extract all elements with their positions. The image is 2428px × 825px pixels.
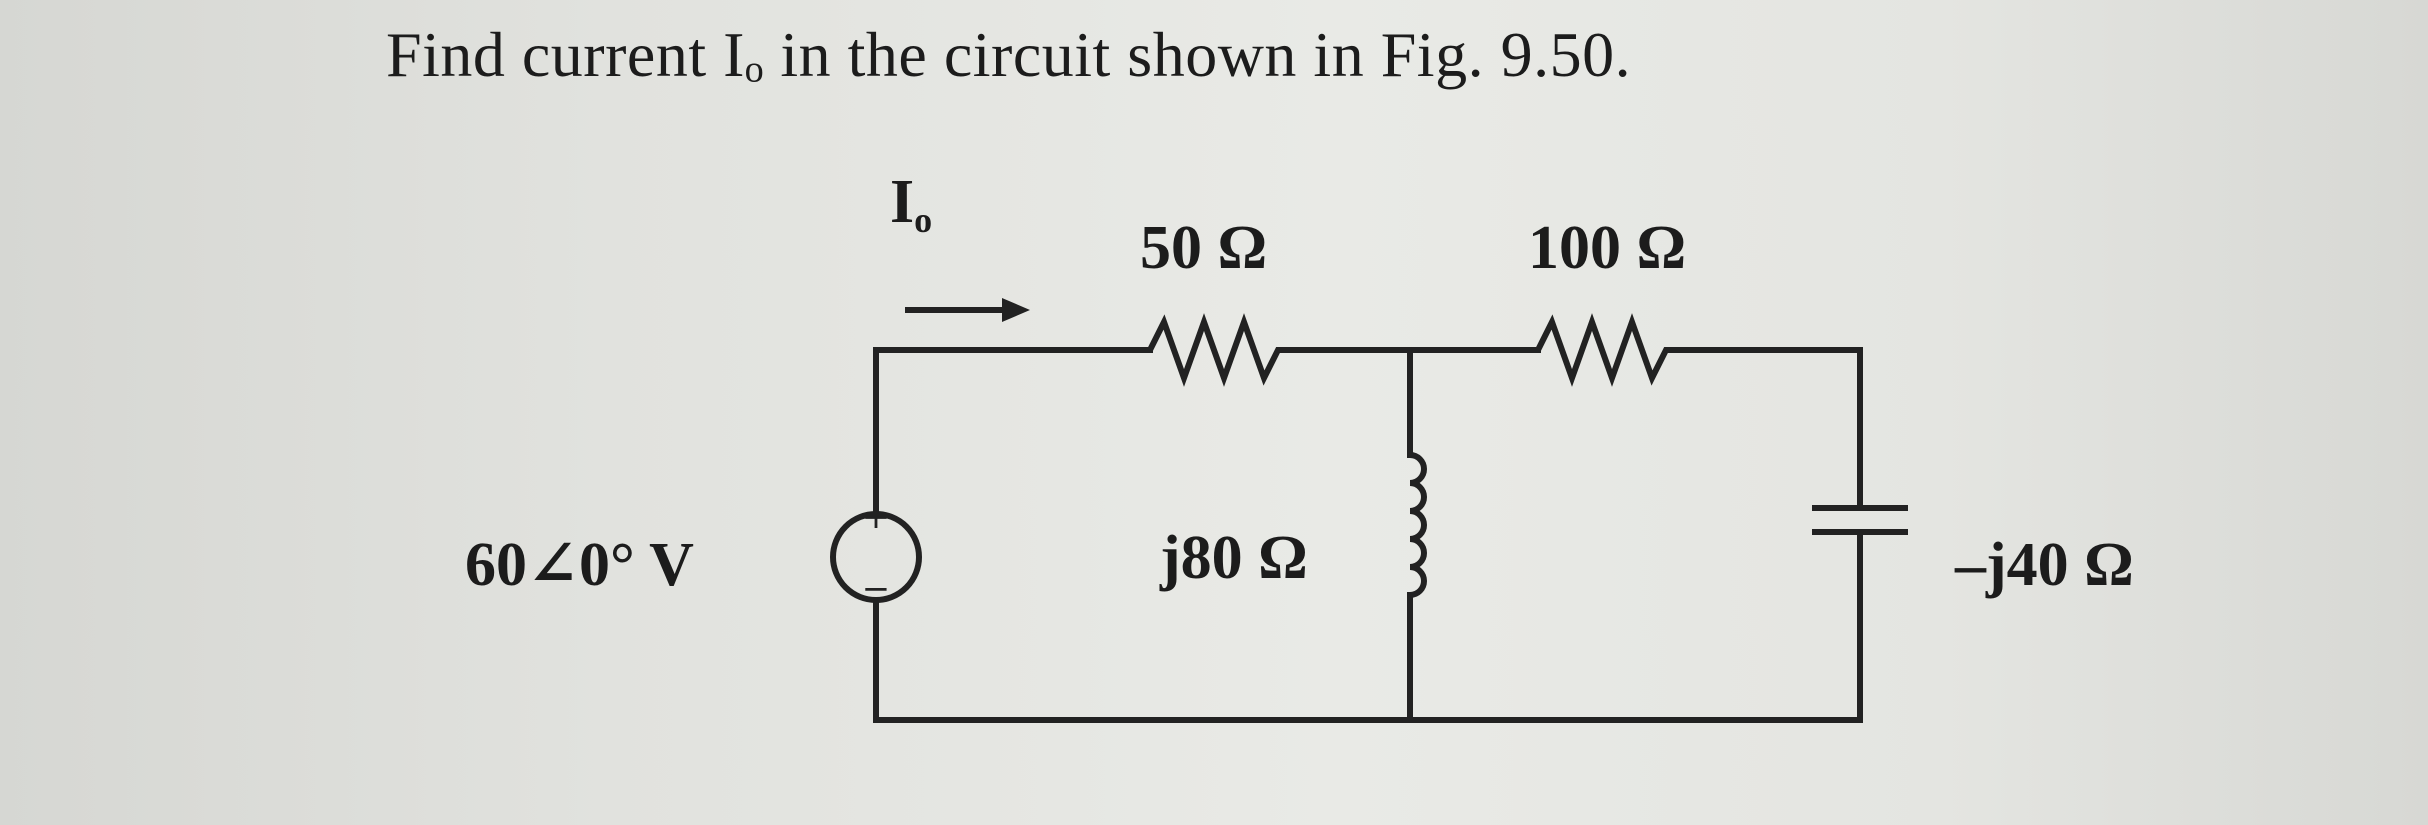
current-symbol: I (890, 168, 914, 236)
voltage-source-icon: + − (830, 497, 922, 609)
capacitor-icon (1812, 505, 1908, 535)
resistor-50-label: 50 Ω (1140, 214, 1267, 282)
resistor-100-label: 100 Ω (1528, 214, 1686, 282)
problem-statement: Find current Iₒ in the circuit shown in … (386, 19, 1632, 90)
source-plus-sign: + (862, 497, 891, 537)
capacitor-label: –j40 Ω (1954, 531, 2134, 599)
source-minus-sign: − (862, 569, 891, 609)
resistor-icon (1147, 313, 1290, 387)
current-subscript: o (914, 200, 932, 240)
current-arrow-icon (905, 298, 1030, 322)
inductor-label: j80 Ω (1159, 524, 1308, 592)
svg-text:Io: Io (890, 168, 932, 240)
current-io-label: Io (890, 168, 932, 240)
resistor-icon (1535, 313, 1680, 387)
circuit-wires (873, 347, 1863, 723)
inductor-icon (1409, 452, 1427, 598)
source-label: 60∠0° V (465, 531, 694, 599)
